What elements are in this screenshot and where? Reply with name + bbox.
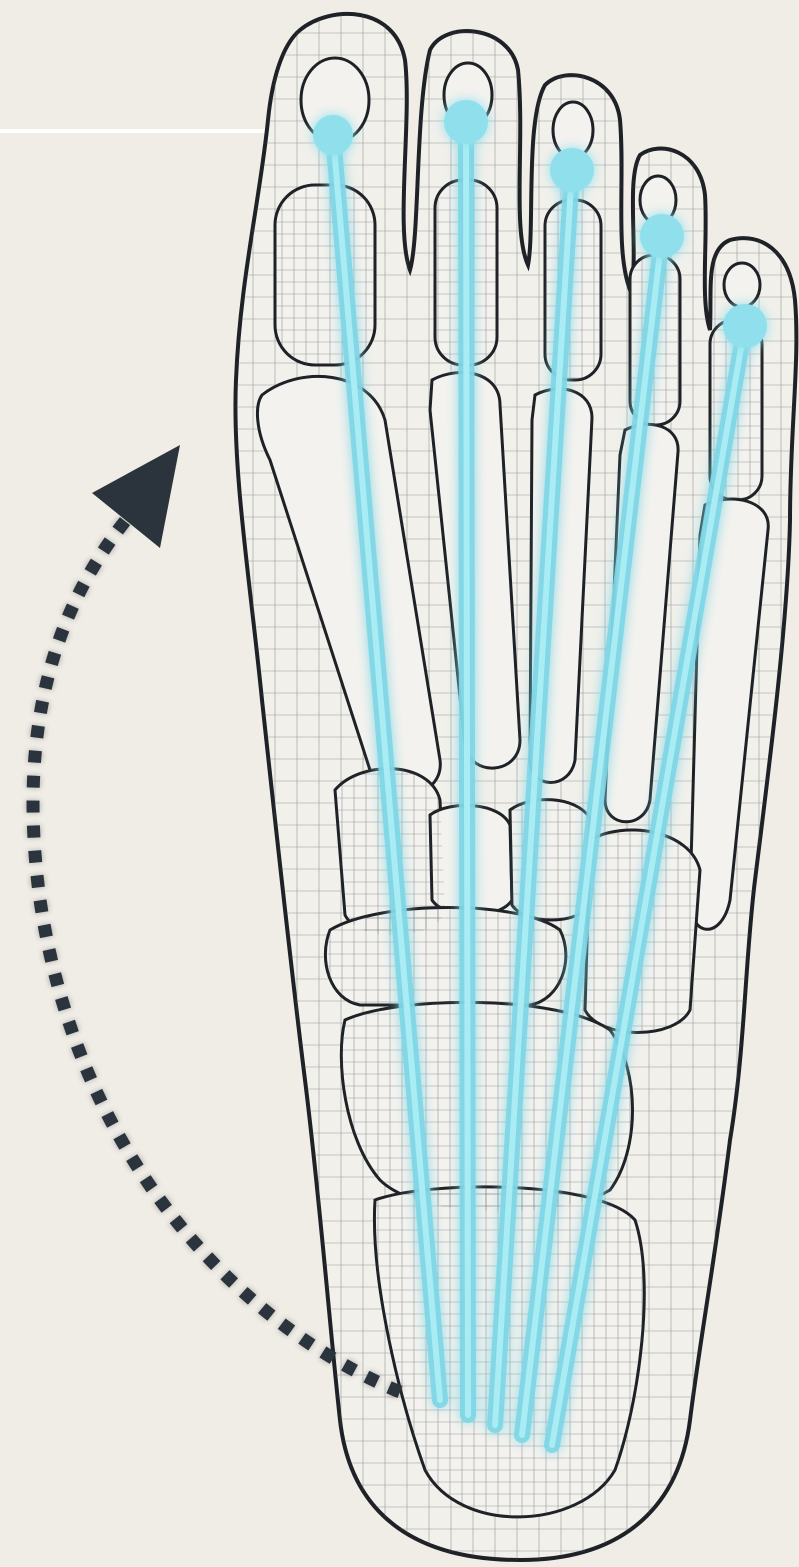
joint-4: [640, 214, 684, 258]
toe-5-distal-phalanx: [724, 263, 760, 307]
joint-1: [313, 115, 353, 155]
joint-2: [444, 100, 488, 144]
joint-5: [723, 304, 767, 348]
joint-3: [550, 148, 594, 192]
arrow-head-icon: [92, 445, 180, 548]
